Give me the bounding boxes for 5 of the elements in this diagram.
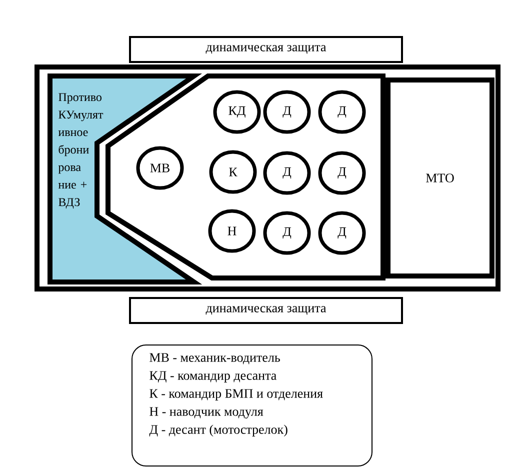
hull-outline [34, 64, 500, 292]
armor-band: динамическая защита [129, 36, 403, 63]
armor-band: динамическая защита [129, 297, 403, 324]
key-box: МВ - механик-водитель КД - командир десанта К - командир БМП и отделения Н - наводчик модуля Д - десант (мотострелок) [132, 344, 372, 466]
engine-compartment: МТО [386, 78, 494, 278]
